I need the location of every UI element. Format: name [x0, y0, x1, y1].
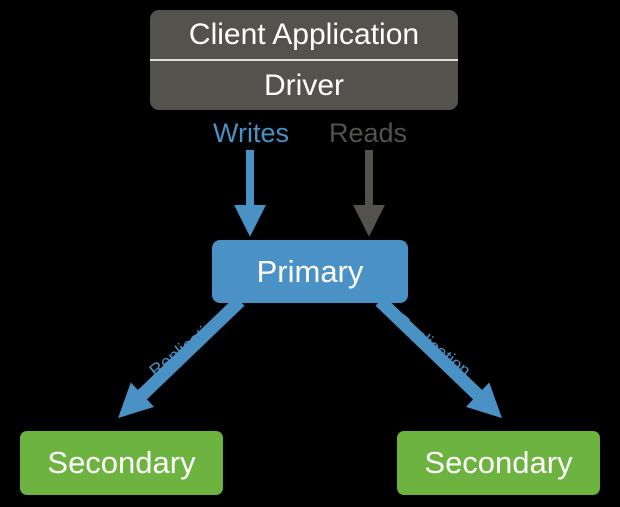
- client-application-box: Client Application Driver: [150, 10, 458, 110]
- primary-node-box: Primary: [212, 240, 408, 303]
- secondary-right-node-box: Secondary: [397, 431, 600, 495]
- client-application-label: Client Application: [150, 10, 458, 61]
- replication-right-arrow: [375, 296, 502, 419]
- reads-edge-label: Reads: [328, 118, 408, 148]
- driver-label: Driver: [264, 68, 344, 102]
- secondary-left-node-box: Secondary: [20, 431, 223, 495]
- replication-left-arrow: [118, 296, 245, 419]
- writes-edge-label: Writes: [212, 118, 289, 148]
